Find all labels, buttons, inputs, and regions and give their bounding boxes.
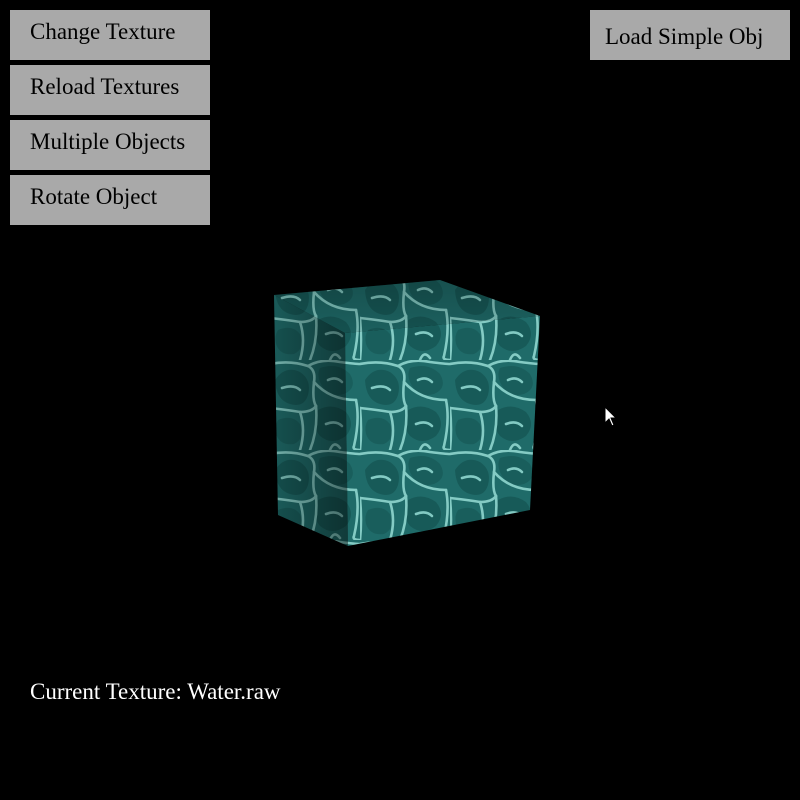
reload-textures-button[interactable]: Reload Textures	[10, 65, 210, 115]
cube-front-face	[345, 316, 540, 546]
textured-cube[interactable]	[274, 280, 540, 546]
current-texture-label: Current Texture: Water.raw	[30, 679, 281, 704]
change-texture-button[interactable]: Change Texture	[10, 10, 210, 60]
load-simple-obj-button[interactable]: Load Simple Obj	[590, 10, 790, 60]
rotate-object-button[interactable]: Rotate Object	[10, 175, 210, 225]
multiple-objects-button[interactable]: Multiple Objects	[10, 120, 210, 170]
mouse-pointer-icon	[604, 406, 618, 427]
